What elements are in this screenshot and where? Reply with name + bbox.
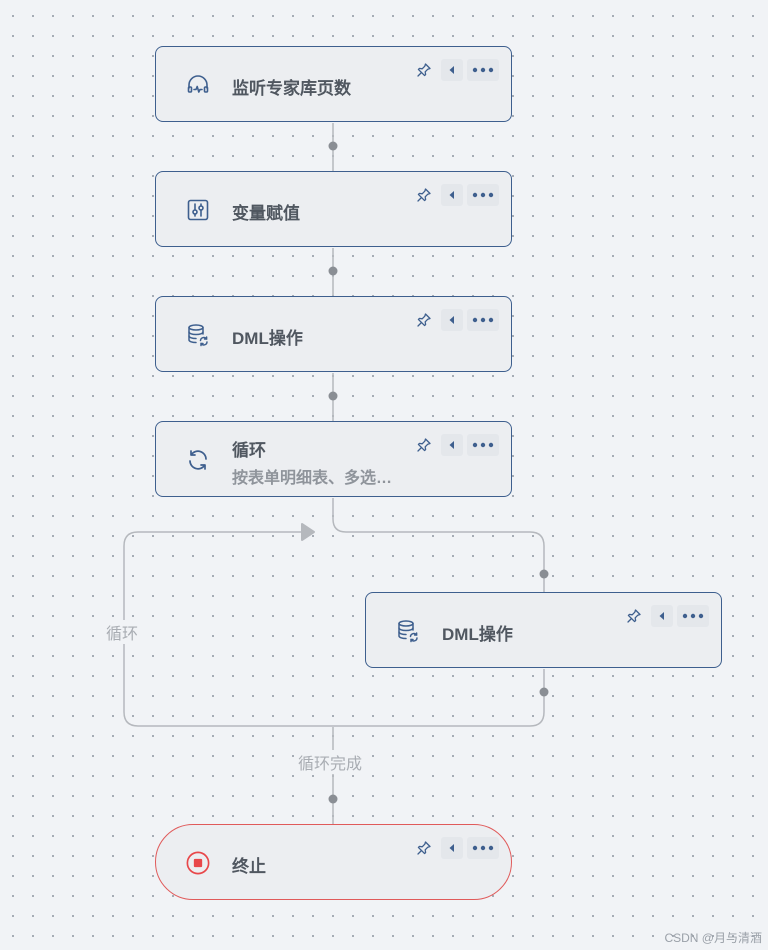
caret-left-icon[interactable] [441, 837, 463, 859]
pin-icon[interactable] [413, 184, 435, 206]
port-dot [328, 266, 338, 276]
node-actions [413, 837, 499, 859]
port-dot [328, 391, 338, 401]
edge-label-loop-done: 循环完成 [296, 750, 365, 774]
loop-arrow-head [301, 523, 315, 541]
node-dml-operation[interactable]: DML操作 [155, 296, 512, 372]
more-dots-icon[interactable] [467, 184, 499, 206]
more-dots-icon[interactable] [467, 309, 499, 331]
edge-dml2-loop-return [123, 531, 545, 727]
caret-left-icon[interactable] [441, 434, 463, 456]
node-title: DML操作 [442, 625, 513, 644]
node-title: DML操作 [232, 329, 303, 348]
pin-icon[interactable] [413, 434, 435, 456]
pin-icon[interactable] [623, 605, 645, 627]
stop-circle-icon [186, 851, 210, 875]
more-dots-icon[interactable] [467, 837, 499, 859]
caret-left-icon[interactable] [441, 309, 463, 331]
caret-left-icon[interactable] [441, 59, 463, 81]
port-dot [539, 687, 549, 697]
node-actions [413, 434, 499, 456]
port-dot [328, 141, 338, 151]
more-dots-icon[interactable] [467, 59, 499, 81]
port-dot [328, 794, 338, 804]
port-dot [539, 569, 549, 579]
headset-wave-icon [186, 73, 210, 97]
node-variable-assign[interactable]: 变量赋值 [155, 171, 512, 247]
caret-left-icon[interactable] [441, 184, 463, 206]
node-terminate[interactable]: 终止 [155, 824, 512, 900]
more-dots-icon[interactable] [467, 434, 499, 456]
node-loop[interactable]: 循环 按表单明细表、多选… [155, 421, 512, 497]
node-actions [413, 59, 499, 81]
edge-label-loop: 循环 [104, 620, 141, 644]
caret-left-icon[interactable] [651, 605, 673, 627]
database-sync-icon [186, 323, 210, 347]
node-actions [413, 309, 499, 331]
loop-refresh-icon [186, 448, 210, 472]
pin-icon[interactable] [413, 309, 435, 331]
node-listen-expert-pages[interactable]: 监听专家库页数 [155, 46, 512, 122]
more-dots-icon[interactable] [677, 605, 709, 627]
node-title: 循环 [232, 441, 266, 460]
node-actions [413, 184, 499, 206]
node-loop-dml-operation[interactable]: DML操作 [365, 592, 722, 668]
node-subtitle: 按表单明细表、多选… [232, 470, 393, 487]
watermark: CSDN @月与清酒 [664, 931, 762, 945]
variable-sliders-icon [186, 198, 210, 222]
edge-loop-dml2 [332, 498, 545, 592]
node-title: 监听专家库页数 [232, 79, 351, 98]
node-title: 变量赋值 [232, 204, 300, 223]
node-title: 终止 [232, 857, 266, 876]
pin-icon[interactable] [413, 59, 435, 81]
node-actions [623, 605, 709, 627]
database-sync-icon [396, 619, 420, 643]
pin-icon[interactable] [413, 837, 435, 859]
